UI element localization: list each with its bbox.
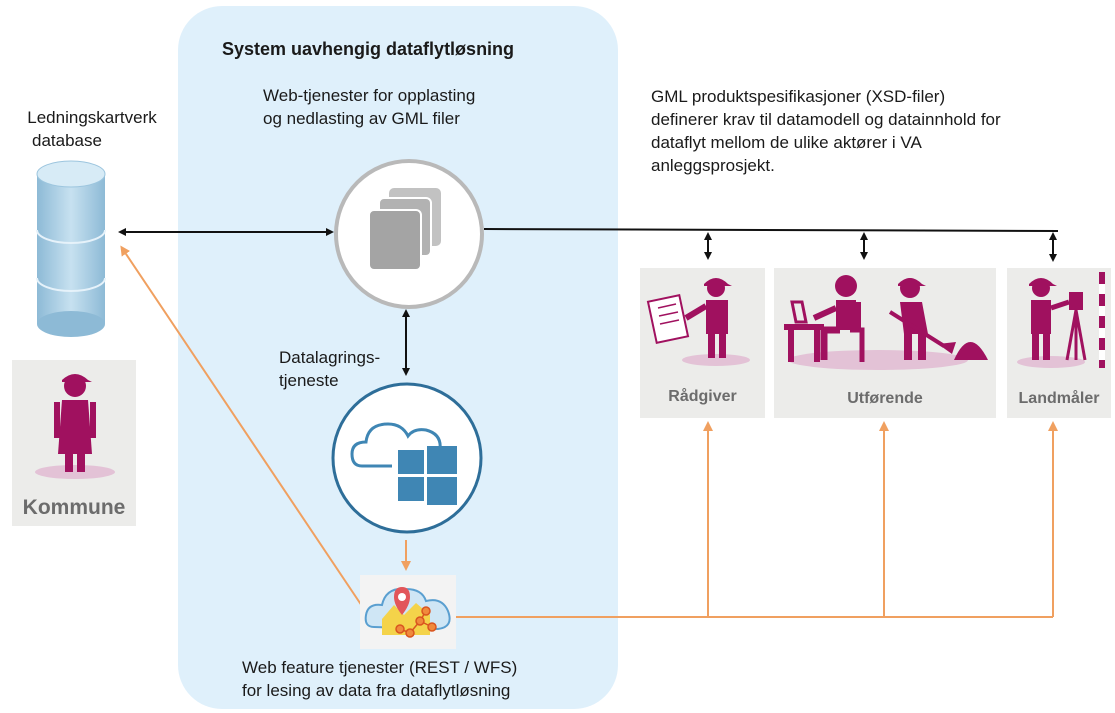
database-label-line-1: Ledningskartverk [27,108,157,127]
storage-label-line-1: Datalagrings- [279,348,381,367]
feature-services-line-2: for lesing av data fra dataflytløsning [242,681,511,700]
kommune-label: Kommune [22,496,126,519]
web-services-line-2: og nedlasting av GML filer [263,109,460,128]
landmaler-card: Landmåler [1007,268,1111,418]
radgiver-card: Rådgiver [640,268,765,418]
database-label-line-2: database [32,131,102,150]
kommune-card: Kommune [12,360,136,526]
landmaler-label: Landmåler [1018,390,1100,407]
spec-line-3: dataflyt mellom de ulike aktører i VA [651,133,922,152]
web-services-line-1: Web-tjenester for opplasting [263,86,476,105]
spec-line-1: GML produktspesifikasjoner (XSD-filer) [651,87,946,106]
utforende-label: Utførende [847,390,923,407]
map-cloud-icon [360,575,456,649]
feature-services-line-1: Web feature tjenester (REST / WFS) [242,658,518,677]
document-stack-icon [334,159,484,309]
system-title: System uavhengig dataflytløsning [222,39,515,59]
database-cylinder-icon [36,160,106,337]
spec-line-2: definerer krav til datamodell og datainn… [651,110,1001,129]
radgiver-label: Rådgiver [668,388,737,405]
cloud-windows-icon [331,382,483,534]
worker-icons [784,275,988,370]
person-icon [646,278,750,366]
wfs-db-arrow [120,245,367,613]
person-icon [35,374,115,479]
surveyor-icon [1017,272,1105,368]
utforende-card: Utførende [774,268,996,418]
spec-line-4: anleggsprosjekt. [651,156,775,175]
storage-label-line-2: tjeneste [279,371,339,390]
web-actors-line [483,228,1059,232]
